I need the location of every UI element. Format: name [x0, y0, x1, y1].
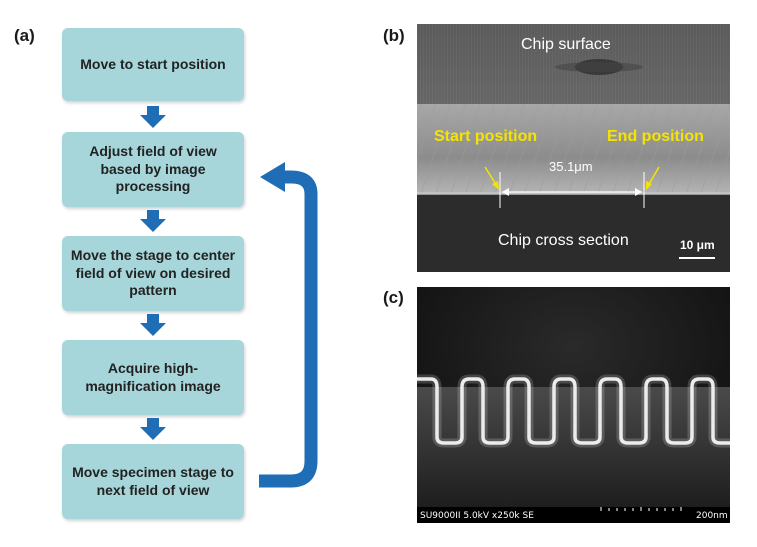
sem-image-trench-pattern: SU9000II 5.0kV x250k SE 200nm — [417, 287, 730, 523]
distance-label: 35.1μm — [549, 159, 593, 174]
trench-pattern — [417, 287, 730, 523]
step-label: Move specimen stage to next field of vie… — [72, 464, 234, 498]
step-move-stage-center: Move the stage to center field of view o… — [62, 236, 244, 311]
end-position-label: End position — [607, 128, 704, 145]
panel-label-a: (a) — [14, 26, 35, 45]
chip-cross-section-label: Chip cross section — [498, 232, 629, 249]
step-label: Move to start position — [80, 55, 226, 72]
sem-scale-label: 200nm — [696, 511, 728, 521]
panel-label-c: (c) — [383, 288, 404, 307]
sem-image-chip: Chip surface Start position End position… — [417, 24, 730, 272]
step-label: Move the stage to center field of view o… — [70, 247, 236, 299]
step-label: Acquire high-magnification image — [85, 360, 221, 394]
start-position-label: Start position — [434, 128, 538, 145]
step-label: Adjust field of view based by image proc… — [89, 143, 217, 195]
panel-label-b: (b) — [383, 26, 405, 45]
step-move-to-next: Move specimen stage to next field of vie… — [62, 444, 244, 519]
down-arrow-icon — [140, 210, 166, 232]
down-arrow-icon — [140, 418, 166, 440]
sem-info-label: SU9000II 5.0kV x250k SE — [420, 511, 534, 521]
chip-texture — [417, 24, 730, 272]
loop-back-arrow-icon — [259, 162, 318, 488]
step-adjust-field-of-view: Adjust field of view based by image proc… — [62, 132, 244, 207]
down-arrow-icon — [140, 314, 166, 336]
scale-bar-label: 10 μm — [680, 238, 715, 252]
chip-surface-label: Chip surface — [521, 36, 611, 53]
down-arrow-icon — [140, 106, 166, 128]
step-acquire-image: Acquire high-magnification image — [62, 340, 244, 415]
step-move-to-start: Move to start position — [62, 28, 244, 101]
